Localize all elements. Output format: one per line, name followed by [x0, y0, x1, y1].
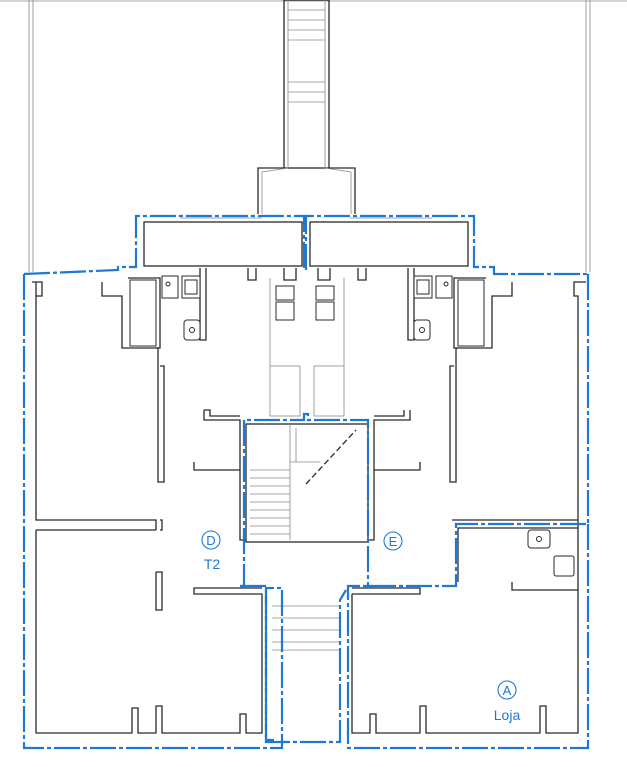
unit-label-a: A Loja	[494, 680, 521, 723]
unit-label-d: D T2	[201, 530, 221, 572]
site-lines	[0, 0, 627, 272]
boundary-center-left	[240, 584, 347, 744]
top-stair	[257, 0, 356, 214]
unit-e-letter: E	[389, 534, 398, 549]
unit-d-letter: D	[206, 533, 215, 548]
boundary-unit-d	[22, 274, 284, 750]
boundary-unit-e	[346, 274, 590, 750]
walls	[32, 217, 586, 734]
boundary-rear-left	[23, 214, 306, 276]
unit-d-caption: T2	[204, 556, 221, 572]
unit-a-caption: Loja	[494, 707, 521, 723]
unit-label-e: E	[383, 531, 403, 551]
boundary-stair-core	[240, 412, 372, 588]
boundary-rear-right	[304, 214, 588, 276]
unit-a-letter: A	[503, 683, 512, 698]
unit-boundaries	[22, 214, 590, 750]
fixtures	[129, 275, 575, 577]
